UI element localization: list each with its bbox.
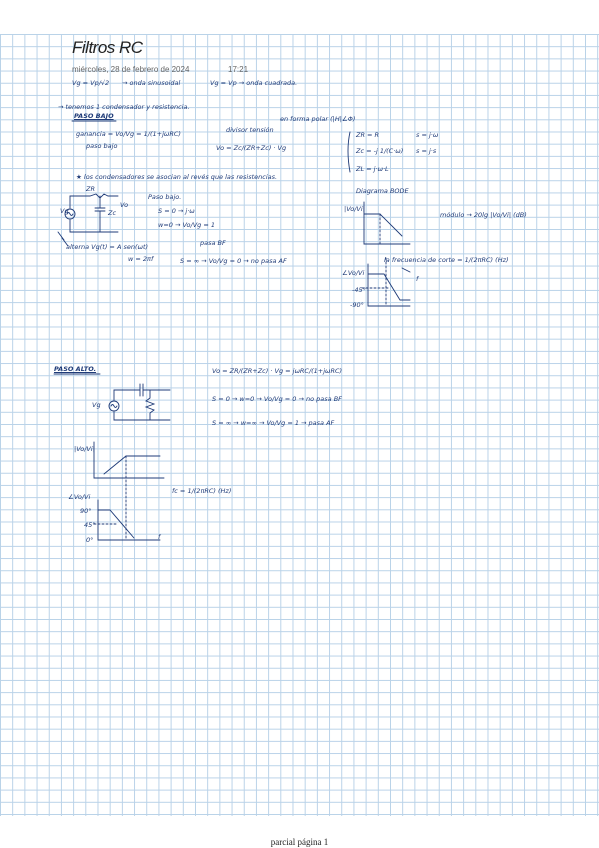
bode-phase-pb — [361, 257, 411, 307]
note-condensador-resistencia: → tenemos 1 condensador y resistencia. — [58, 103, 190, 111]
note-ganancia: ganancia = Vo/Vg = 1/(1+jωRC) — [76, 130, 181, 138]
note-divisor-tension: divisor tensión — [226, 126, 274, 134]
page-title: Filtros RC — [72, 38, 143, 57]
axis-ang-pa: ∠Vo/Vi — [68, 493, 91, 501]
circuit-paso-alto — [108, 383, 171, 421]
note-zc: Zc = -j 1/(C·ω) — [356, 147, 404, 155]
arrow-alterna — [61, 237, 69, 247]
note-zr: ZR = R — [356, 131, 380, 139]
note-pb-s0: S = 0 → j·ω — [158, 207, 195, 215]
axis-ang-pb: ∠Vo/Vi — [342, 269, 365, 277]
note-pa-vo: Vo = ZR/(ZR+Zc) · Vg = jωRC/(1+jωRC) — [212, 367, 343, 375]
note-onda-cuadrada: Vg = Vp → onda cuadrada. — [210, 79, 298, 87]
label-f-pb: f — [416, 275, 419, 283]
note-vo-divisor: Vo = Zc/(ZR+Zc) · Vg — [216, 144, 287, 152]
label-vg-pb: Vg — [60, 207, 69, 215]
label-f-pa: f — [158, 533, 161, 541]
heading-paso-bajo: PASO BAJO — [74, 112, 114, 120]
note-paso-bajo-label: paso bajo — [86, 142, 118, 150]
page-date: miércoles, 28 de febrero de 2024 — [72, 65, 190, 74]
note-w-2pif: w = 2πf — [128, 255, 154, 263]
note-onda-sinusoidal: → onda sinusoidal — [122, 79, 181, 87]
note-condensadores: ★ los condensadores se asocian al revés … — [76, 173, 278, 181]
axis-mod-pa: |Vo/Vi| — [74, 445, 95, 453]
label-minus45-pb: -45° — [352, 286, 366, 294]
note-alterna: alterna Vg(t) = A sen(ωt) — [66, 243, 149, 251]
note-pa-fc: fc = 1/(2πRC) (Hz) — [172, 487, 232, 495]
note-pb-inf: S = ∞ → Vo/Vg = 0 → no pasa AF — [180, 257, 287, 265]
page-time: 17:21 — [228, 65, 249, 74]
note-pasa-bf: pasa BF — [200, 239, 226, 247]
note-zl: ZL = j·ω·L — [356, 165, 389, 173]
label-vg-pa: Vg — [92, 401, 101, 409]
note-vg-rms: Vg = Vp/√2 — [72, 79, 110, 87]
note-s-js: s = j·s — [416, 147, 437, 155]
note-pa-s0: S = 0 → w=0 → Vo/Vg = 0 → no pasa BF — [212, 395, 342, 403]
note-forma-polar: en forma polar (|H|∠Φ) — [280, 115, 356, 123]
note-diagrama-bode: Diagrama BODE — [356, 187, 409, 195]
note-paso-bajo-title: Paso bajo. — [148, 193, 182, 201]
label-vo-pb: Vo — [120, 201, 129, 209]
bode-phase-pa — [93, 499, 161, 541]
label-p90-pa: 90° — [80, 507, 92, 515]
label-zc-pb: Zc — [108, 209, 117, 217]
bode-magnitude-pa — [93, 441, 165, 541]
axis-mod-pb: |Vo/Vi| — [344, 205, 365, 213]
note-modulo-db: módulo → 20lg |Vo/Vi| (dB) — [440, 211, 527, 219]
label-p45-pa: 45° — [84, 521, 96, 529]
page-footer: parcial página 1 — [270, 837, 329, 847]
note-pa-inf: S = ∞ → w=∞ → Vo/Vg = 1 → pasa AF — [212, 419, 335, 427]
bode-magnitude-pb — [363, 201, 411, 245]
label-0-pa: 0° — [86, 536, 94, 544]
label-zr-pb: ZR — [86, 185, 95, 193]
grid-background — [0, 34, 599, 816]
note-pb-w0: w=0 → Vo/Vg = 1 — [158, 221, 215, 229]
label-minus90-pb: -90° — [350, 301, 364, 309]
circuit-paso-bajo — [57, 193, 119, 241]
bracket-impedances — [347, 131, 351, 173]
note-s-jw: s = j·ω — [416, 131, 439, 139]
note-frecuencia-corte: la frecuencia de corte = 1/(2πRC) (Hz) — [384, 256, 509, 264]
heading-paso-alto: PASO ALTO. — [54, 365, 97, 373]
